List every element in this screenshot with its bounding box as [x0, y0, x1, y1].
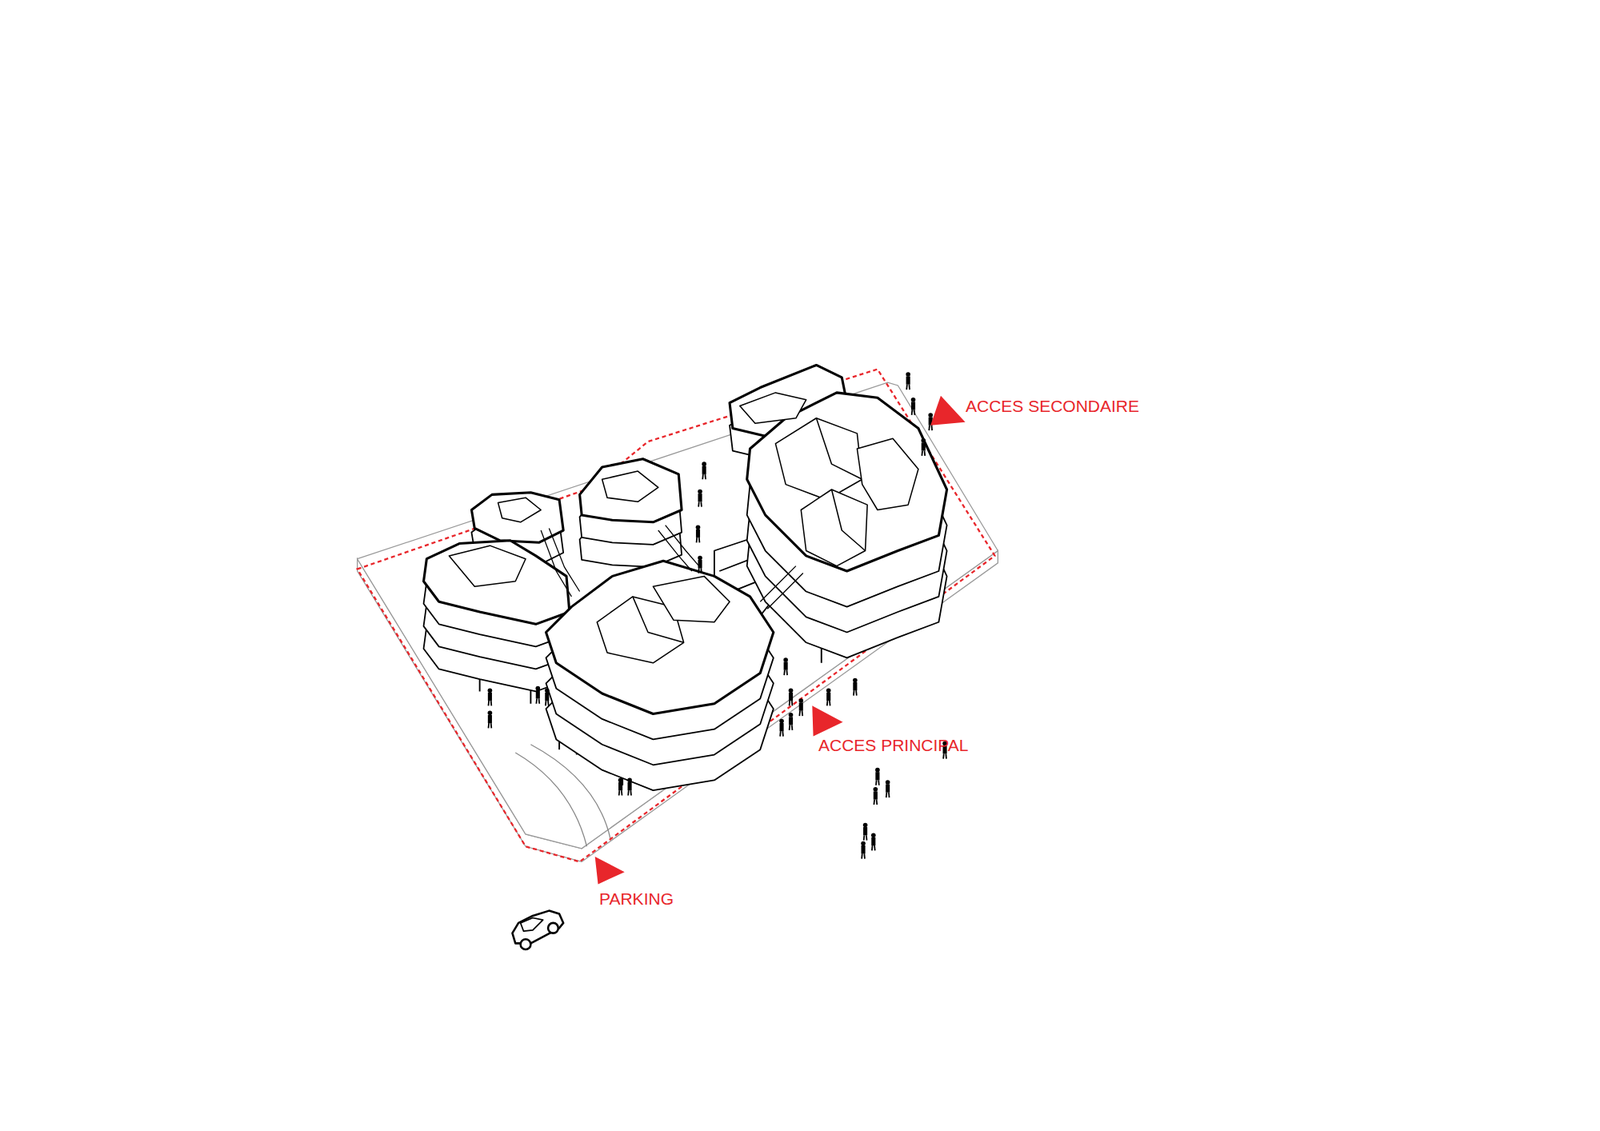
building-blocks	[424, 364, 948, 791]
stairs	[540, 525, 804, 610]
access-label: ACCES PRINCIPAL	[818, 735, 969, 756]
parking-label: PARKING	[599, 888, 674, 909]
site-slab	[357, 382, 999, 862]
access-markers	[595, 396, 966, 885]
car-icon	[512, 911, 564, 950]
people	[488, 372, 948, 859]
site-boundary	[357, 369, 996, 863]
roofs	[448, 392, 919, 664]
access-label: ACCES SECONDAIRE	[965, 396, 1140, 416]
